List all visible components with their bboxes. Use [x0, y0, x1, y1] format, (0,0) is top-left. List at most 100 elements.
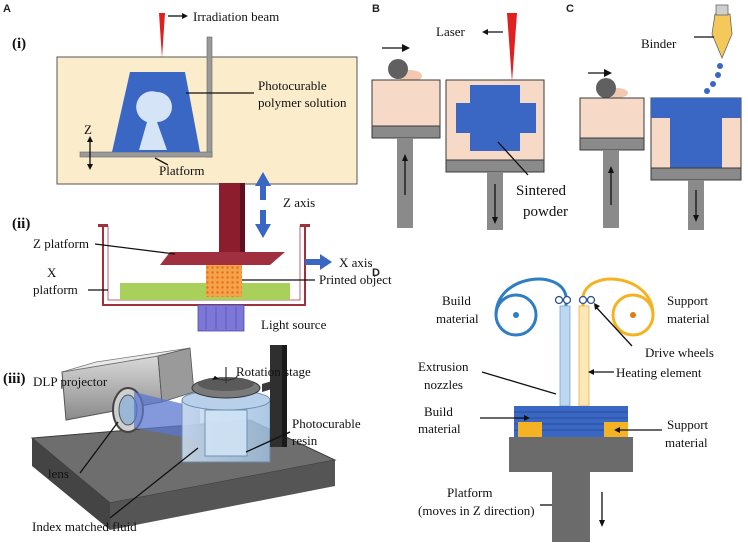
platform-label-2: (moves in Z direction) [418, 503, 535, 518]
panel-letter-a: A [3, 3, 11, 15]
resin-vial [204, 409, 248, 457]
build-material-mid-arrowhead [524, 415, 530, 421]
build-spool-hub [513, 312, 519, 318]
drive-wheel-2 [562, 295, 572, 305]
photocurable-resin-label-2: resin [292, 433, 318, 448]
rotation-stage-inner [198, 377, 254, 391]
light-source-label: Light source [261, 317, 327, 332]
drive-wheels-arrowhead [594, 303, 600, 310]
powder-supply [371, 79, 441, 133]
extrusion-label-1: Extrusion [418, 359, 469, 374]
sintered-leader [497, 141, 529, 176]
platform-horizontal [79, 151, 213, 158]
sintered-part [456, 85, 536, 151]
resin-leader [245, 431, 291, 453]
resin-layer [120, 283, 290, 300]
binder-droplet-3 [710, 81, 716, 87]
panel-d-fused-deposition-modeling: Build material Support material Drive wh… [418, 277, 714, 542]
supply-up-arrowhead-c [608, 166, 614, 173]
beam-label-arrowhead [182, 13, 188, 19]
support-mid-arrowhead [614, 427, 620, 433]
support-block-left [518, 422, 542, 437]
roller-direction-arrowhead-c [604, 69, 612, 77]
panel-c-binder-jetting: Binder [579, 4, 742, 230]
supply-up-arrowhead [402, 154, 408, 161]
x-platform-label-2: platform [33, 282, 78, 297]
lens-label: lens [48, 466, 69, 481]
printed-object-label: Printed object [319, 272, 392, 287]
platform-label: Platform [159, 163, 205, 178]
laser-leader-arrowhead [482, 29, 488, 35]
x-platform-label-1: X [47, 265, 57, 280]
binder-droplet-2 [715, 72, 721, 78]
binder-droplet-1 [717, 63, 723, 69]
heating-arrowhead [588, 369, 594, 375]
photocurable-label-2: polymer solution [258, 95, 347, 110]
panel-a-iii-volumetric-printer: (iii) DLP projector Rotation stage Pho [3, 345, 361, 534]
binder-nozzle [711, 13, 733, 60]
drive-wheels-leader [595, 306, 633, 347]
support-filament [581, 277, 655, 402]
laser-label: Laser [436, 24, 466, 39]
build-piston [445, 159, 545, 173]
build-platform [509, 437, 633, 472]
support-nozzle [578, 305, 590, 407]
z-arrowhead-up [87, 136, 93, 142]
support-post-side [282, 345, 287, 447]
recoater-roller-c [596, 78, 616, 98]
panel-letter-b: B [372, 3, 380, 15]
build-nozzle [559, 305, 571, 407]
dlp-projector-label: DLP projector [33, 374, 108, 389]
build-material-mid-label-1: Build [424, 404, 453, 419]
platform-stem [552, 472, 590, 542]
build-material-mid-label-2: material [418, 421, 461, 436]
irradiation-beam-cone [159, 13, 165, 58]
bound-part [651, 98, 741, 168]
base-side-left [32, 438, 110, 530]
panel-a-ii-dlp-setup: (ii) Z axis X axis Z platform X platform [12, 172, 392, 332]
supply-piston [371, 125, 441, 139]
fluid-leader [109, 447, 199, 519]
z-axis-up-arrow [255, 172, 271, 200]
irradiation-beam-label: Irradiation beam [193, 9, 279, 24]
panel-letter-d: D [372, 267, 380, 279]
numeral-i: (i) [12, 36, 26, 52]
numeral-iii: (iii) [3, 371, 26, 387]
binder-label: Binder [641, 36, 677, 51]
photocurable-resin-label-1: Photocurable [292, 416, 361, 431]
base-side-front [110, 460, 335, 530]
lens-leader [79, 421, 119, 474]
rotation-stage-label: Rotation stage [236, 364, 311, 379]
platform-down-arrowhead [599, 520, 605, 527]
sintered-label-2: powder [523, 204, 568, 220]
build-down-arrowhead [492, 217, 498, 224]
index-matched-fluid-label: Index matched fluid [32, 519, 137, 534]
support-material-mid-label-2: material [665, 435, 708, 450]
drive-wheels-label: Drive wheels [645, 345, 714, 360]
supply-piston-c [579, 137, 645, 151]
object-keyhole [136, 91, 172, 150]
z-rod-shade [240, 183, 245, 253]
numeral-ii: (ii) [12, 216, 30, 232]
tank-lip-right [300, 224, 310, 227]
z-platform-label: Z platform [33, 236, 89, 251]
build-filament [494, 277, 568, 402]
drive-wheel-1 [554, 295, 564, 305]
drive-wheel-3 [578, 295, 588, 305]
laser-beam [507, 13, 517, 82]
drive-wheel-4 [586, 295, 596, 305]
tank-lip-left [98, 224, 108, 227]
support-spool-hub [630, 312, 636, 318]
build-piston-c [650, 167, 742, 181]
platform-label-1: Platform [447, 485, 493, 500]
light-source [197, 304, 245, 332]
support-material-top-label-1: Support [667, 293, 709, 308]
binder-nozzle-cap [715, 4, 729, 16]
build-material-top-label-1: Build [442, 293, 471, 308]
panel-a-i-stereolithography: (i) Irradiation beam Photocurable polyme… [12, 9, 358, 185]
binder-droplet-4 [704, 88, 710, 94]
heating-element-label: Heating element [616, 365, 702, 380]
powder-supply-c [579, 97, 645, 139]
z-axis-label: Z axis [283, 195, 315, 210]
